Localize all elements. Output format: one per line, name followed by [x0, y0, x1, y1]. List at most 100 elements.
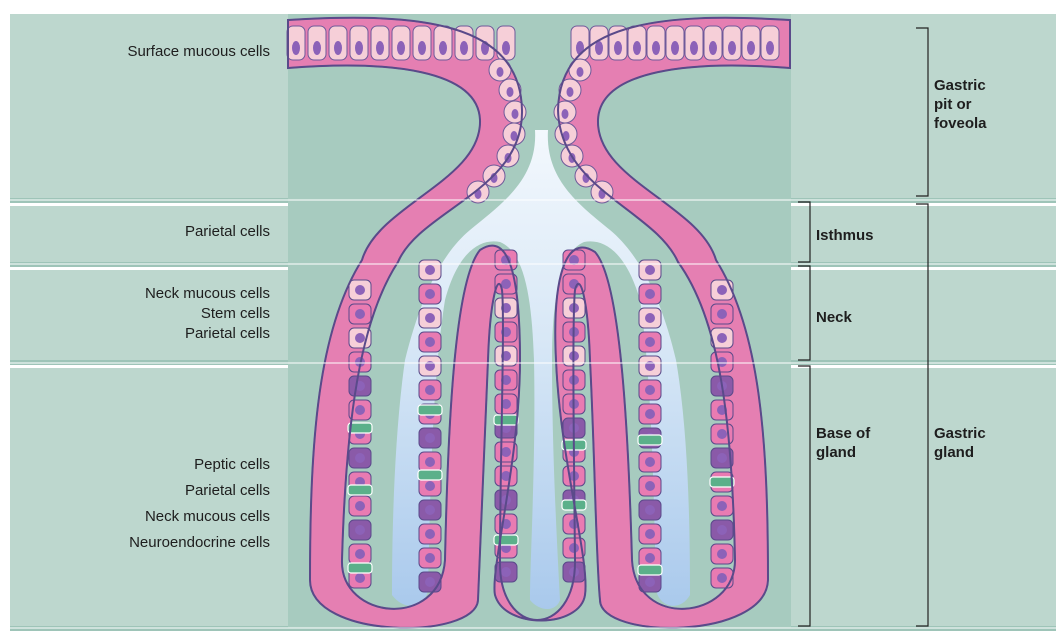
cell-nucleus	[645, 505, 655, 515]
cell-nucleus	[460, 41, 468, 55]
cell-nucleus	[376, 41, 384, 55]
bracket-isthmus	[798, 202, 810, 262]
cell-nucleus	[425, 385, 435, 395]
neuroendocrine-cell	[638, 565, 662, 575]
cell-nucleus	[425, 265, 435, 275]
cell-nucleus	[334, 41, 342, 55]
cell-nucleus	[355, 405, 365, 415]
region-brackets	[798, 28, 928, 626]
cell-nucleus	[645, 289, 655, 299]
cell-nucleus	[717, 573, 727, 583]
cell-nucleus	[397, 41, 405, 55]
bracket-pit	[916, 28, 928, 196]
cell-nucleus	[633, 41, 641, 55]
cell-nucleus	[645, 481, 655, 491]
label-isthmus: Isthmus	[816, 226, 874, 245]
label-parietal-cells: Parietal cells	[129, 478, 270, 504]
cell-nucleus	[709, 41, 717, 55]
cell-nucleus	[355, 309, 365, 319]
neuroendocrine-cell	[710, 477, 734, 487]
neuroendocrine-cell	[638, 435, 662, 445]
cell-nucleus	[425, 577, 435, 587]
cell-nucleus	[425, 481, 435, 491]
cell-nucleus	[747, 41, 755, 55]
cell-nucleus	[717, 501, 727, 511]
bracket-base	[798, 366, 810, 626]
label-parietal-cells: Parietal cells	[145, 324, 270, 344]
cell-nucleus	[512, 109, 519, 119]
cell-nucleus	[425, 457, 435, 467]
cell-nucleus	[652, 41, 660, 55]
cell-nucleus	[645, 553, 655, 563]
neuroendocrine-cell	[348, 563, 372, 573]
label-base-of-gland: Base of gland	[816, 424, 886, 462]
cell-nucleus	[577, 67, 584, 77]
cell-nucleus	[507, 87, 514, 97]
cell-nucleus	[313, 41, 321, 55]
label-base-cells: Peptic cells Parietal cells Neck mucous …	[129, 452, 270, 556]
neuroendocrine-cell	[418, 470, 442, 480]
cell-nucleus	[425, 313, 435, 323]
cell-nucleus	[497, 67, 504, 77]
label-gastric-gland: Gastric gland	[934, 424, 1004, 462]
cell-nucleus	[645, 337, 655, 347]
label-stem-cells: Stem cells	[145, 304, 270, 324]
label-peptic-cells: Peptic cells	[129, 452, 270, 478]
cell-nucleus	[439, 41, 447, 55]
cell-nucleus	[355, 573, 365, 583]
cell-nucleus	[501, 279, 511, 289]
cell-nucleus	[501, 567, 511, 577]
cell-nucleus	[562, 109, 569, 119]
cell-nucleus	[728, 41, 736, 55]
neuroendocrine-cell	[418, 405, 442, 415]
label-gastric-pit: Gastric pit or foveola	[934, 76, 1004, 133]
cell-nucleus	[425, 433, 435, 443]
cell-nucleus	[717, 429, 727, 439]
neuroendocrine-cell	[348, 485, 372, 495]
cell-layer	[287, 18, 790, 628]
cell-nucleus	[717, 525, 727, 535]
cell-nucleus	[355, 549, 365, 559]
cell-nucleus	[766, 41, 774, 55]
cell-nucleus	[614, 41, 622, 55]
cell-nucleus	[645, 313, 655, 323]
cell-nucleus	[567, 87, 574, 97]
cell-nucleus	[355, 41, 363, 55]
neuroendocrine-cell	[494, 535, 518, 545]
cell-nucleus	[355, 453, 365, 463]
label-neck-mucous-cells: Neck mucous cells	[129, 504, 270, 530]
cell-nucleus	[671, 41, 679, 55]
bracket-neck	[798, 266, 810, 360]
cell-nucleus	[717, 549, 727, 559]
cell-nucleus	[645, 385, 655, 395]
cell-nucleus	[425, 289, 435, 299]
label-isthmus-cells: Parietal cells	[185, 220, 270, 244]
cell-nucleus	[645, 265, 655, 275]
cell-nucleus	[502, 41, 510, 55]
label-neck-mucous-cells: Neck mucous cells	[145, 284, 270, 304]
label-neck: Neck	[816, 308, 852, 327]
cell-nucleus	[355, 333, 365, 343]
neuroendocrine-cell	[494, 415, 518, 425]
cell-nucleus	[425, 337, 435, 347]
label-neck-cells: Neck mucous cells Stem cells Parietal ce…	[145, 284, 270, 344]
cell-nucleus	[292, 41, 300, 55]
label-surface-mucous-cells: Surface mucous cells	[127, 40, 270, 64]
cell-nucleus	[355, 501, 365, 511]
cell-nucleus	[717, 333, 727, 343]
cell-nucleus	[717, 285, 727, 295]
cell-nucleus	[425, 529, 435, 539]
cell-nucleus	[645, 457, 655, 467]
cell-nucleus	[501, 447, 511, 457]
cell-nucleus	[717, 453, 727, 463]
cell-nucleus	[645, 409, 655, 419]
bracket-gland	[916, 204, 928, 626]
cell-nucleus	[355, 285, 365, 295]
cell-nucleus	[425, 505, 435, 515]
label-neuroendocrine-cells: Neuroendocrine cells	[129, 530, 270, 556]
cell-nucleus	[690, 41, 698, 55]
cell-nucleus	[425, 553, 435, 563]
cell-nucleus	[418, 41, 426, 55]
cell-nucleus	[645, 529, 655, 539]
